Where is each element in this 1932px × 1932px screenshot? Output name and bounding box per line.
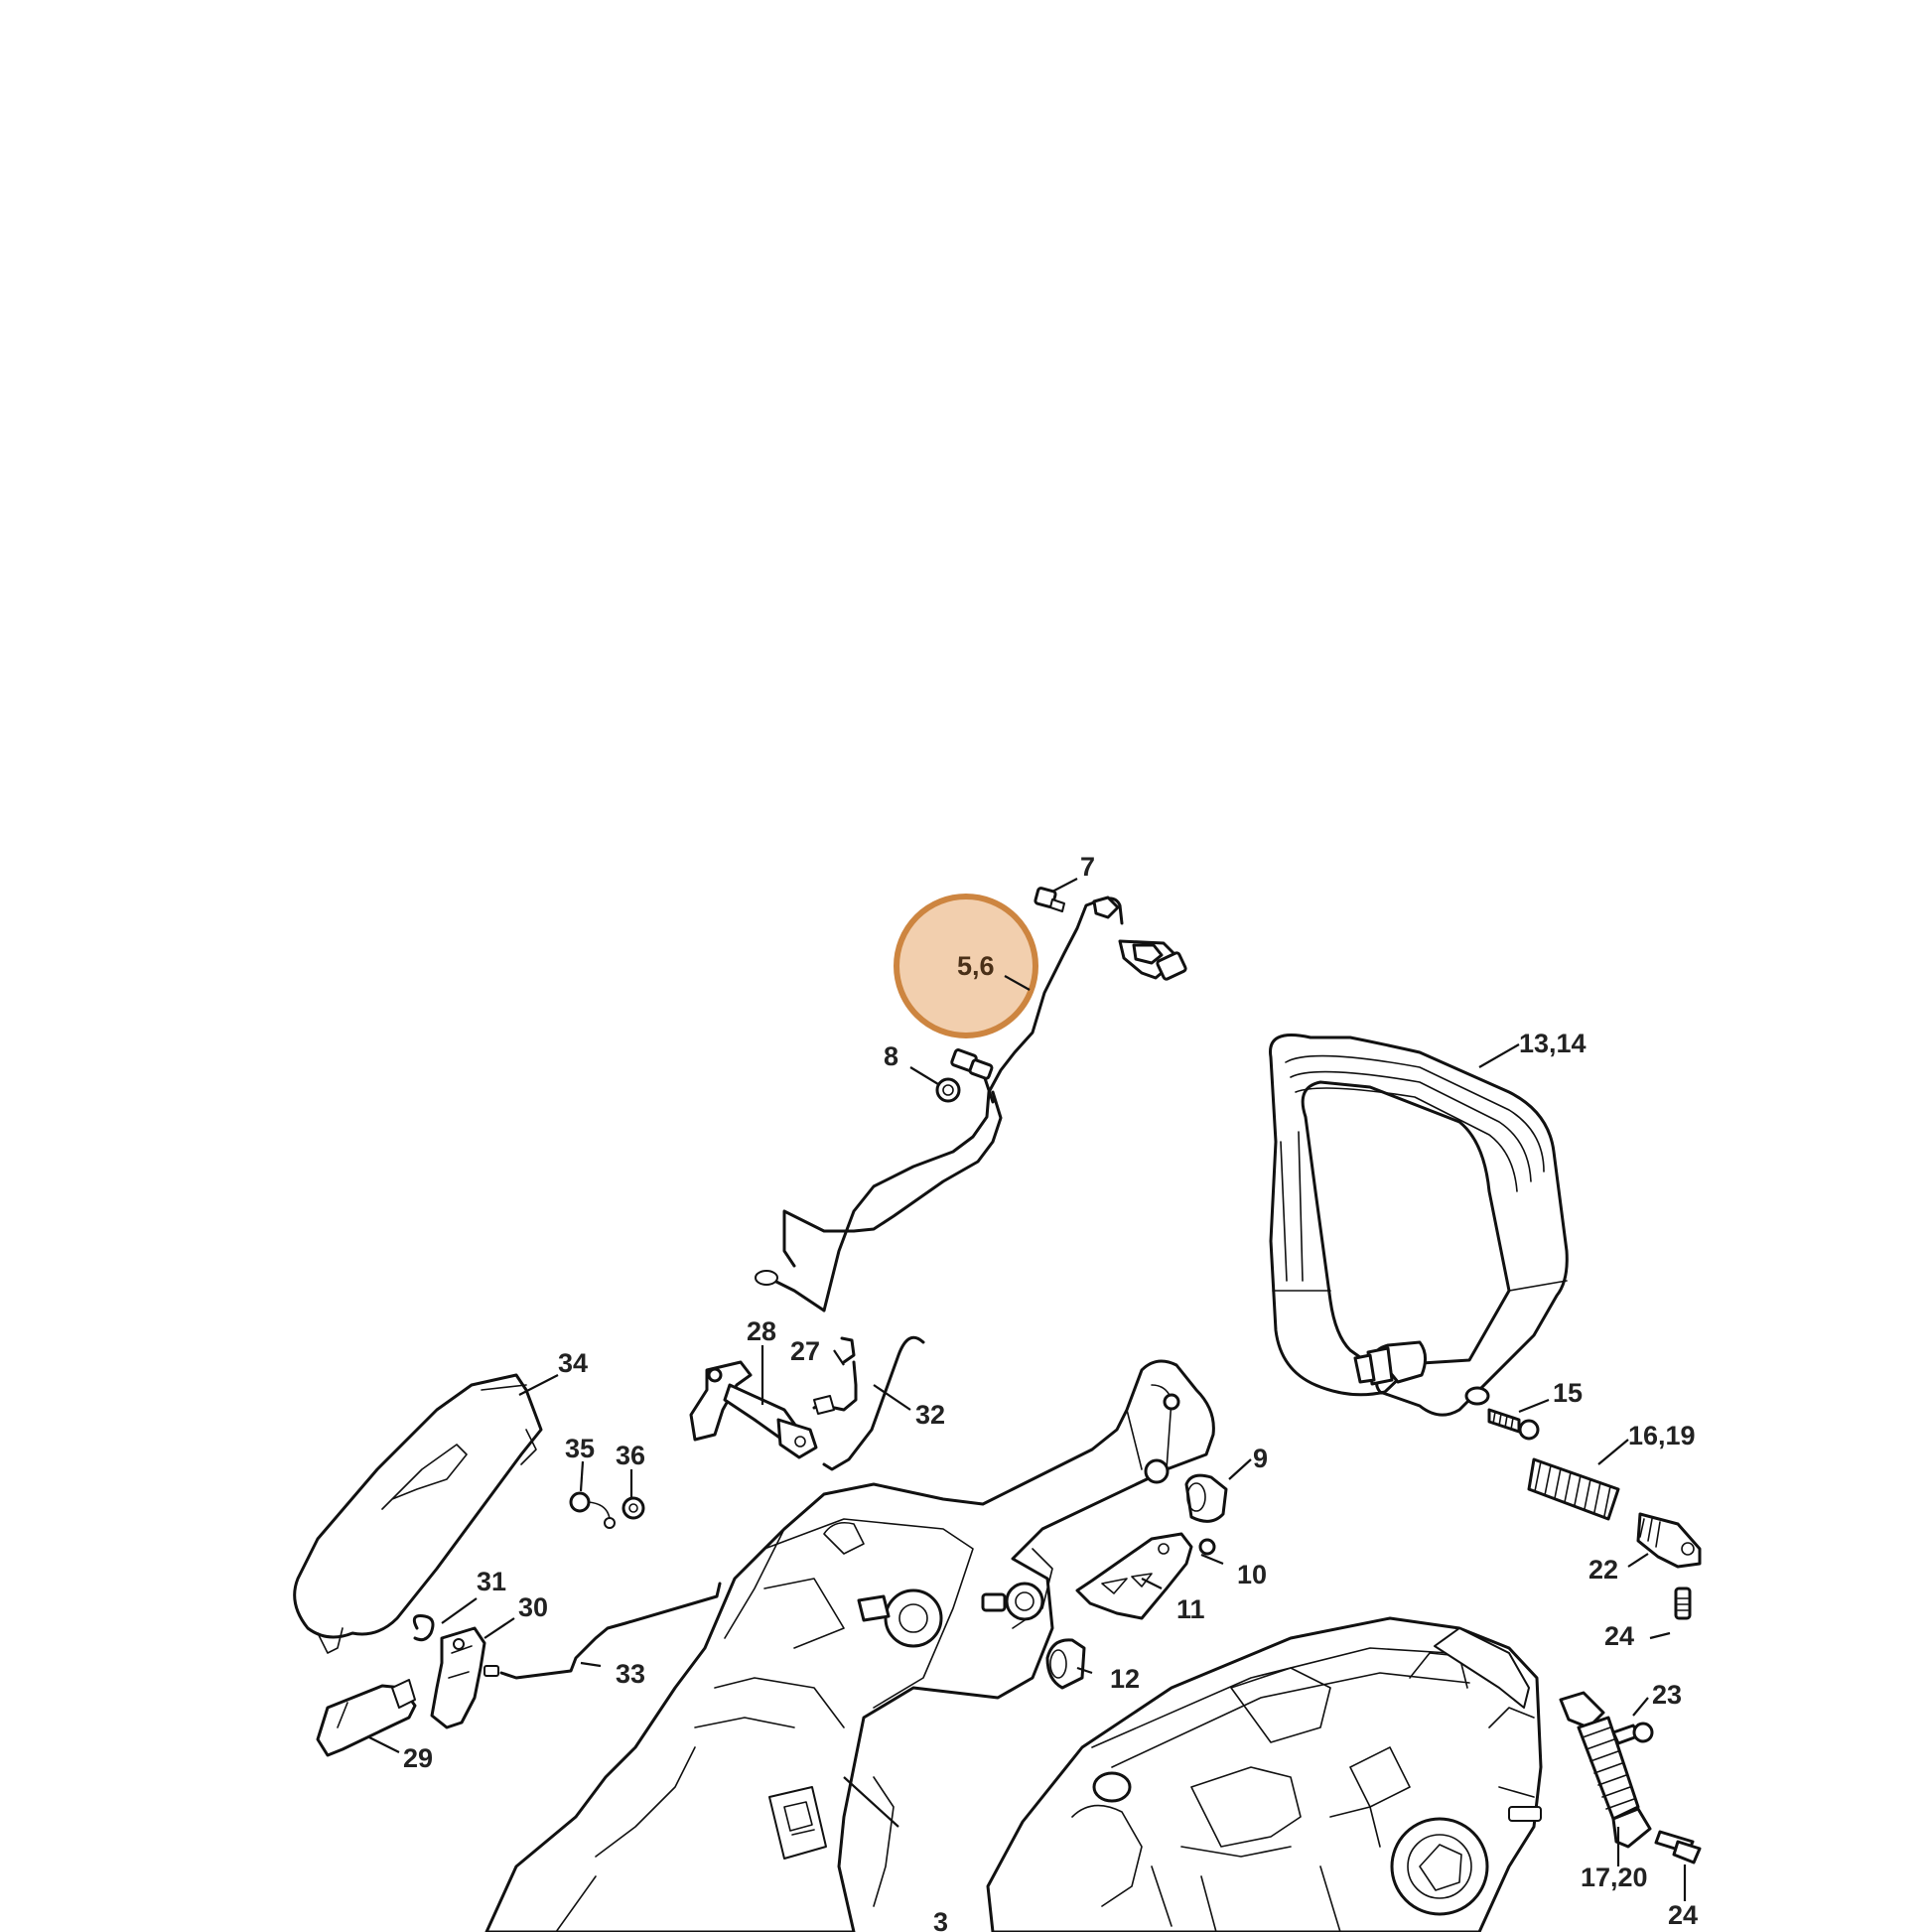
part-screw-24-upper[interactable] — [1674, 1587, 1692, 1620]
callout-28[interactable]: 28 — [747, 1316, 776, 1346]
part-spring-27[interactable] — [812, 1336, 858, 1415]
part-lever-29[interactable] — [316, 1679, 417, 1757]
part-spring-16-19[interactable] — [1527, 1457, 1620, 1521]
callout-11[interactable]: 9 — [1253, 1444, 1268, 1473]
engine-assembly — [986, 1616, 1543, 1932]
callout-24-upper[interactable]: 24 — [1604, 1621, 1634, 1651]
part-screw-7[interactable] — [1034, 887, 1065, 912]
callout-31[interactable]: 31 — [477, 1567, 506, 1596]
callout-7[interactable]: 7 — [1080, 852, 1095, 882]
callout-8[interactable]: 8 — [884, 1041, 898, 1071]
part-trigger-30[interactable] — [430, 1626, 499, 1729]
callout-12[interactable]: 12 — [1110, 1664, 1140, 1694]
callout-15[interactable]: 15 — [1553, 1378, 1583, 1408]
part-spring-31[interactable] — [412, 1614, 435, 1642]
callout-24-lower[interactable]: 24 — [1668, 1900, 1698, 1930]
callout-23[interactable]: 23 — [1652, 1680, 1682, 1710]
part-lever-28[interactable] — [689, 1360, 818, 1459]
callout-labels: 5,6 7 8 13,14 15 16,19 22 24 23 17,20 24… — [403, 852, 1698, 1932]
part-screw-24-lower[interactable] — [1654, 1830, 1702, 1864]
callout-13-14[interactable]: 13,14 — [1519, 1029, 1587, 1058]
callout-36[interactable]: 36 — [616, 1441, 645, 1470]
callout-29[interactable]: 29 — [403, 1743, 433, 1773]
highlight-circle[interactable] — [894, 894, 1038, 1038]
part-handlebar[interactable] — [1269, 1034, 1569, 1417]
callout-33[interactable]: 33 — [616, 1659, 645, 1689]
part-plate-9[interactable] — [1075, 1532, 1193, 1620]
callout-9[interactable]: 11 — [1176, 1594, 1205, 1624]
callout-35[interactable]: 35 — [565, 1434, 595, 1463]
callout-30[interactable]: 30 — [518, 1592, 548, 1622]
part-10[interactable] — [1198, 1538, 1216, 1556]
part-housing-3[interactable] — [484, 1359, 1215, 1932]
part-cover-34[interactable] — [293, 1373, 543, 1654]
part-35[interactable] — [569, 1491, 616, 1529]
callout-34[interactable]: 34 — [558, 1348, 588, 1378]
callout-22[interactable]: 22 — [1588, 1555, 1618, 1585]
leader-lines — [368, 878, 1687, 1901]
part-wiring-harness[interactable] — [755, 896, 1187, 1312]
part-screw-23[interactable] — [1611, 1722, 1654, 1745]
callout-3[interactable]: 3 — [933, 1907, 948, 1932]
part-rod-33[interactable] — [499, 1582, 722, 1680]
part-cap-12[interactable] — [1045, 1638, 1086, 1690]
part-rod-32[interactable] — [822, 1335, 925, 1471]
callout-10[interactable]: 10 — [1237, 1560, 1267, 1589]
part-buffer-17-20[interactable] — [1559, 1691, 1652, 1849]
part-bolt-15[interactable] — [1487, 1408, 1540, 1441]
part-36[interactable] — [621, 1496, 645, 1520]
part-nut-8[interactable] — [935, 1077, 961, 1103]
callout-27[interactable]: 27 — [790, 1336, 820, 1366]
callout-16-19[interactable]: 16,19 — [1628, 1421, 1696, 1450]
part-mount-22[interactable] — [1636, 1512, 1702, 1569]
callout-17-20[interactable]: 17,20 — [1581, 1863, 1648, 1892]
callout-5-6[interactable]: 5,6 — [957, 951, 995, 981]
callout-32[interactable]: 32 — [915, 1400, 945, 1430]
part-plug-11[interactable] — [1184, 1473, 1228, 1523]
